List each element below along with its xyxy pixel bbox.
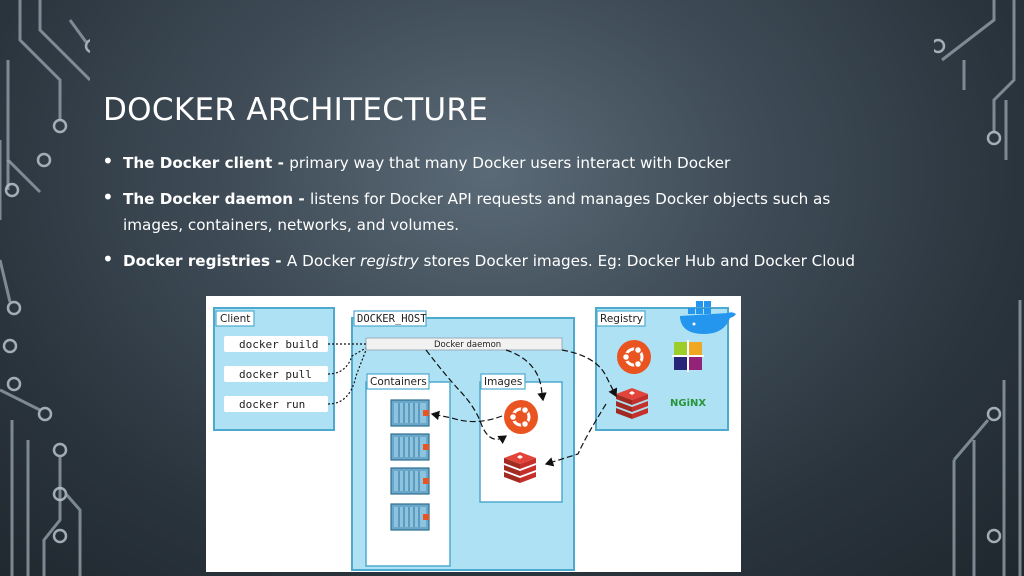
slide-title: DOCKER ARCHITECTURE	[103, 92, 489, 128]
container-icon	[390, 503, 430, 531]
bullet-term: The Docker client -	[123, 154, 290, 172]
docker-host-box: DOCKER_HOST Docker daemon Containers Ima…	[351, 310, 575, 571]
docker-daemon-label: Docker daemon	[434, 340, 501, 350]
client-label: Client	[220, 313, 250, 325]
command-docker-pull: docker pull	[239, 368, 312, 381]
bullet-text: A Docker	[286, 252, 361, 270]
circuit-decoration-left	[0, 0, 90, 576]
centos-logo-icon	[672, 340, 704, 372]
images-label: Images	[484, 376, 522, 388]
redis-image-icon	[504, 452, 536, 483]
bullet-text: listens for Docker API requests and mana…	[123, 190, 831, 234]
bullet-term: The Docker daemon -	[123, 190, 310, 208]
ubuntu-logo-icon	[615, 338, 653, 376]
bullet-docker-client: The Docker client - primary way that man…	[102, 148, 862, 176]
bullet-docker-daemon: The Docker daemon - listens for Docker A…	[102, 184, 862, 238]
command-docker-run: docker run	[239, 398, 305, 411]
nginx-logo-icon: NGiNX	[670, 398, 706, 409]
circuit-decoration-right	[934, 0, 1022, 576]
diagram-svg: Client docker build docker pull docker r…	[213, 301, 736, 571]
client-box: Client docker build docker pull docker r…	[213, 307, 335, 431]
bullet-list: The Docker client - primary way that man…	[102, 148, 862, 284]
bullet-text: stores Docker images. Eg: Docker Hub and…	[418, 252, 856, 270]
redis-logo-icon	[616, 388, 648, 419]
bullet-text: primary way that many Docker users inter…	[289, 154, 731, 172]
container-icon	[390, 399, 430, 427]
ubuntu-image-icon	[502, 398, 540, 436]
bullet-italic: registry	[360, 252, 419, 270]
container-icon	[390, 433, 430, 461]
bullet-docker-registries: Docker registries - A Docker registry st…	[102, 246, 862, 274]
bullet-term: Docker registries -	[123, 252, 287, 270]
docker-host-label: DOCKER_HOST	[357, 313, 427, 325]
docker-whale-icon	[680, 301, 736, 334]
command-docker-build: docker build	[239, 338, 318, 351]
registry-box: Registry NGiNX	[595, 301, 736, 431]
flow-arrows	[327, 343, 618, 467]
registry-label: Registry	[600, 313, 643, 325]
architecture-diagram: Client docker build docker pull docker r…	[206, 296, 741, 572]
containers-label: Containers	[370, 376, 427, 388]
container-icon	[390, 467, 430, 495]
